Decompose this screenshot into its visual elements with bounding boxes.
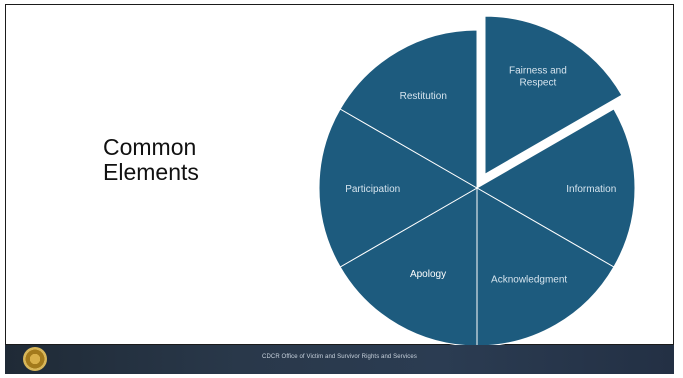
state-seal-icon — [23, 347, 47, 371]
footer-bar: CDCR Office of Victim and Survivor Right… — [5, 345, 674, 374]
pie-label-acknowledgment: Acknowledgment — [491, 274, 567, 285]
pie-slice-restitution — [339, 29, 478, 189]
pie-label-restitution: Restitution — [400, 91, 447, 102]
pie-label-participation: Participation — [345, 184, 400, 195]
heading-line-2: Elements — [103, 159, 199, 185]
pie-slice-fairness-and-respect — [484, 15, 623, 176]
slide-heading: Common Elements — [103, 135, 199, 185]
pie-slice-participation — [318, 108, 478, 268]
pie-slice-information — [476, 108, 636, 268]
pie-label-apology: Apology — [410, 269, 446, 280]
footer-text: CDCR Office of Victim and Survivor Right… — [262, 354, 417, 360]
heading-line-1: Common — [103, 134, 197, 160]
pie-label-information: Information — [566, 184, 616, 195]
